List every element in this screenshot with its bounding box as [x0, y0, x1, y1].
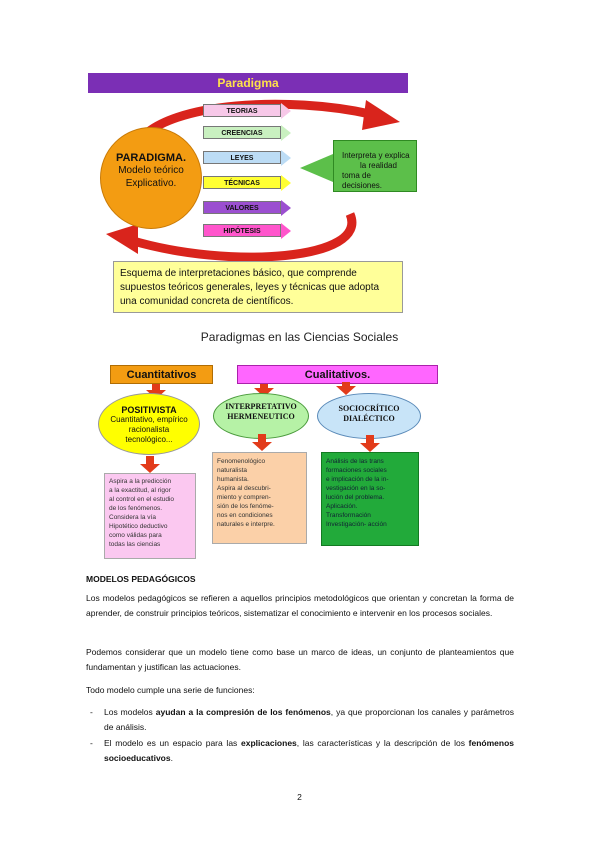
arrow-down-positivista — [140, 456, 160, 473]
pink-line: de los fenómenos. — [109, 505, 163, 512]
paragraph-2: Podemos considerar que un modelo tiene c… — [86, 647, 514, 672]
arrow-leyes: LEYES — [203, 150, 291, 166]
arrow-tecnicas: TÉCNICAS — [203, 175, 291, 191]
positivista-line3: tecnológico... — [125, 435, 173, 444]
interpretativo-description: Fenomenológico naturalista humanista. As… — [212, 452, 307, 544]
diagram2-title: Paradigmas en las Ciencias Sociales — [200, 330, 399, 344]
peach-line: naturales e interpre. — [217, 521, 275, 528]
paradigma-banner: Paradigma — [88, 73, 408, 93]
positivista-line1: Cuantitativo, empírico — [110, 415, 188, 424]
arrow-creencias: CREENCIAS — [203, 125, 291, 141]
arrow-hipotesis: HIPÓTESIS — [203, 223, 291, 239]
interpreta-line2: la realidad — [360, 161, 397, 170]
sociocritico-ellipse: SOCIOCRÍTICO DIALÉCTICO — [317, 393, 421, 439]
circle-line2: Explicativo. — [125, 178, 177, 189]
green-line: vestigación en la so- — [326, 485, 386, 492]
page-number: 2 — [297, 792, 302, 802]
header-cuantitativos: Cuantitativos — [110, 365, 213, 384]
pink-line: todas las ciencias — [109, 541, 161, 548]
peach-line: Aspira al descubri- — [217, 485, 271, 492]
peach-line: miento y compren- — [217, 494, 271, 501]
definition-box: Esquema de interpretaciones básico, que … — [113, 261, 403, 313]
pink-line: Considera la vía — [109, 514, 156, 521]
arrow-teorias: TEORIAS — [203, 103, 291, 119]
arrow-down-sociocritico — [360, 435, 380, 452]
bullet-2-pre: El modelo es un espacio para las — [104, 738, 242, 748]
bullet-2-post: . — [170, 753, 173, 763]
pink-line: como válidas para — [109, 532, 162, 539]
positivista-line2: racionalista — [128, 425, 170, 434]
sociocritico-description: Análisis de las trans formaciones social… — [321, 452, 419, 546]
bullet-1: - Los modelos ayudan a la compresión de … — [90, 705, 515, 735]
peach-line: humanista. — [217, 476, 249, 483]
arrow-down-interpretativo — [252, 434, 272, 451]
green-line: Transformación — [326, 512, 371, 519]
peach-line: naturalista — [217, 467, 247, 474]
arrow-down-qual-right — [336, 382, 356, 395]
peach-line: nos en condiciones — [217, 512, 273, 519]
peach-line: Fenomenológico — [217, 458, 266, 465]
green-line: e implicación de la in- — [326, 476, 389, 483]
green-arrow-left — [300, 154, 333, 182]
interpreta-box: Interpreta y explica la realidad toma de… — [333, 140, 417, 192]
bullet-dash: - — [90, 707, 93, 717]
circle-line1: Modelo teórico — [118, 165, 184, 176]
interpretativo-line1: INTERPRETATIVO — [225, 402, 297, 411]
circle-title: PARADIGMA. — [115, 152, 187, 164]
interpreta-line3: toma de decisiones. — [342, 171, 383, 190]
positivista-description: Aspira a la predicción a la exactitud, a… — [104, 473, 196, 559]
interpreta-line1: Interpreta y explica — [342, 151, 410, 160]
paragraph-1: Los modelos pedagógicos se refieren a aq… — [86, 593, 514, 618]
interpretativo-ellipse: INTERPRETATIVO HERMENEUTICO — [213, 393, 309, 439]
positivista-ellipse: POSITIVISTA Cuantitativo, empírico racio… — [98, 393, 200, 455]
bullet-2-mid: , las características y la descripción d… — [296, 738, 469, 748]
pink-line: a la exactitud, al rigor — [109, 487, 171, 494]
bullet-1-pre: Los modelos — [104, 707, 156, 717]
pink-line: Hipotético deductivo — [109, 523, 168, 530]
bullet-2-bold1: explicaciones — [241, 738, 297, 748]
sociocritico-line2: DIALÉCTICO — [343, 414, 395, 423]
green-line: Análisis de las trans — [326, 458, 384, 465]
pink-line: Aspira a la predicción — [109, 478, 172, 485]
bullet-1-bold: ayudan a la compresión de los fenómenos — [155, 707, 331, 717]
green-line: formaciones sociales — [326, 467, 387, 474]
bottom-arrowhead — [106, 224, 138, 254]
bottom-cycle-arrow — [128, 212, 357, 262]
positivista-title: POSITIVISTA — [121, 405, 177, 415]
paradigma-circle: PARADIGMA. Modelo teórico Explicativo. — [100, 127, 202, 229]
peach-line: sión de los fenóme- — [217, 503, 274, 510]
bullet-1-post: , ya que proporcionan los canales y pará… — [104, 707, 515, 732]
header-cualitativos: Cualitativos. — [237, 365, 438, 384]
bullet-2: - El modelo es un espacio para las expli… — [90, 736, 515, 766]
pink-line: al control en el estudio — [109, 496, 175, 503]
bullet-2-bold2: fenómenos socioeducativos — [104, 738, 515, 763]
section-heading: MODELOS PEDAGÓGICOS — [86, 574, 196, 584]
interpretativo-line2: HERMENEUTICO — [227, 412, 295, 421]
green-line: Aplicación. — [326, 503, 358, 510]
arrow-valores: VALORES — [203, 200, 291, 216]
green-line: lución del problema. — [326, 494, 385, 501]
paragraph-3: Todo modelo cumple una serie de funcione… — [86, 685, 255, 695]
bullet-dash: - — [90, 738, 93, 748]
green-line: Investigación- acción — [326, 521, 387, 528]
sociocritico-line1: SOCIOCRÍTICO — [338, 404, 400, 413]
top-arrowhead — [362, 100, 400, 130]
